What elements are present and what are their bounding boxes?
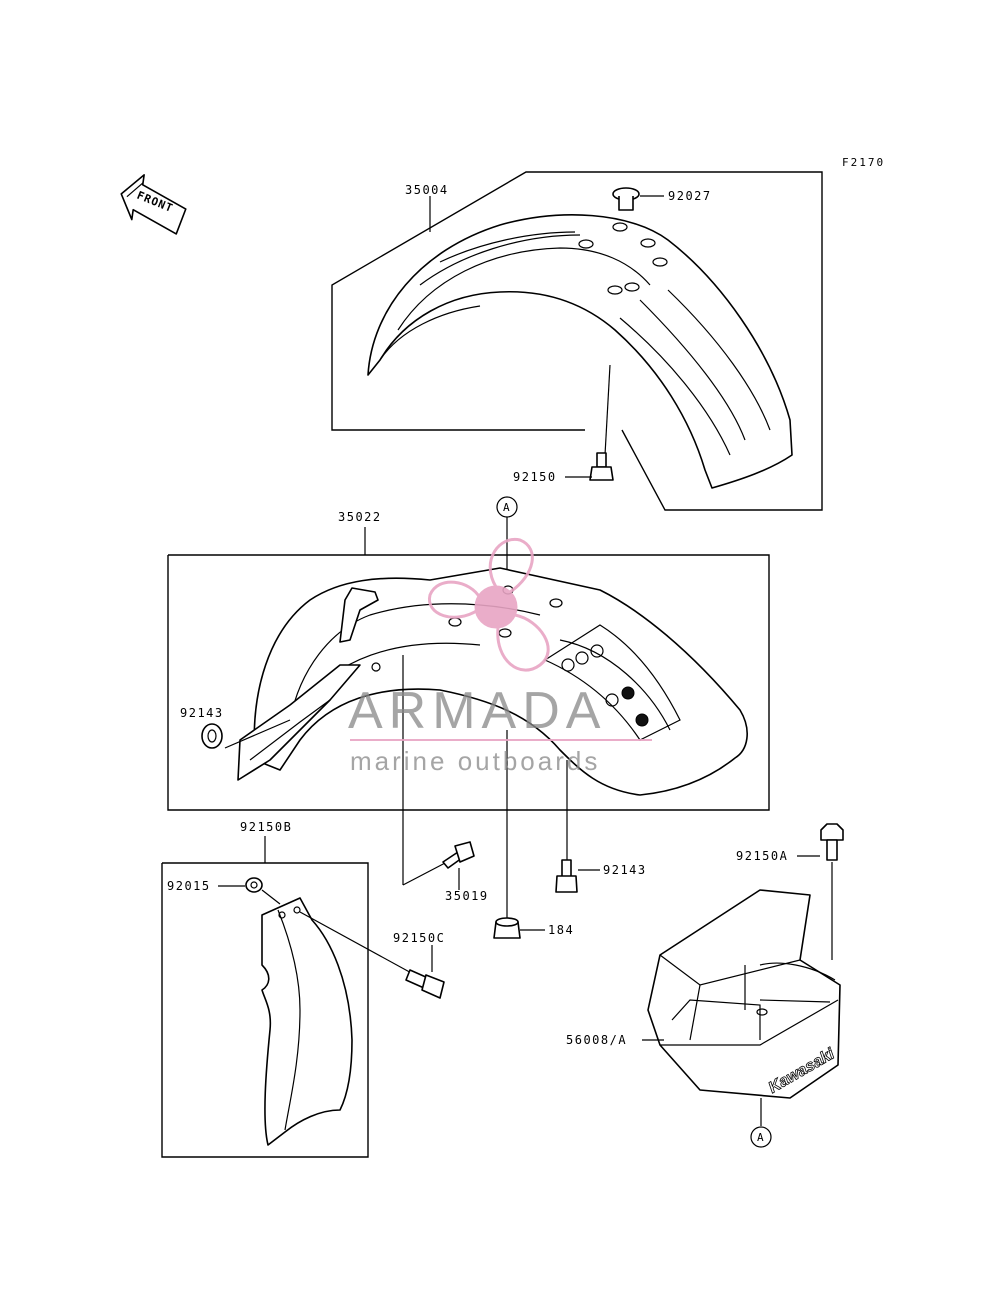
part-label-92143-lower: 92015 xyxy=(167,879,211,893)
part-label-92150a: 92150A xyxy=(736,849,788,863)
part-label-35004: 35004 xyxy=(405,183,449,197)
mud-flap-frame xyxy=(161,862,369,1158)
part-label-92150: 92150 xyxy=(513,470,557,484)
part-label-92027: 92027 xyxy=(668,189,712,203)
part-label-92150b: 92143 xyxy=(603,863,647,877)
mud-flap xyxy=(261,897,353,1146)
diagram-code: F2170 xyxy=(842,156,885,169)
part-label-92143-upper: 92143 xyxy=(180,706,224,720)
nut-92015-icon xyxy=(493,917,521,939)
washer-92143-lower-icon xyxy=(245,877,263,893)
part-label-56008-a: 56008/A xyxy=(566,1033,627,1047)
bolt-92150b-icon xyxy=(555,859,578,893)
bolt-92150-icon xyxy=(589,452,614,481)
front-arrow-icon: FRONT xyxy=(120,174,187,235)
propeller-logo-icon xyxy=(428,537,550,672)
mud-flap-group: 92150B 92015 92150C xyxy=(161,820,445,1158)
bolt-92150c-icon xyxy=(405,969,445,999)
rear-fender xyxy=(253,567,748,796)
rear-fender-group: 35022 92143 xyxy=(167,510,770,811)
bolt-92150a-icon xyxy=(820,823,844,861)
reference-marker-a-bottom: A xyxy=(750,1098,772,1148)
washer-92143-upper-icon xyxy=(201,723,223,749)
part-label-35019: 92150B xyxy=(240,820,292,834)
bolt-184-icon xyxy=(442,841,475,869)
part-label-92150c: 92150C xyxy=(393,931,445,945)
front-fender-group: 35004 92027 92150 xyxy=(331,171,823,511)
tool-box-group: 92150A Kawasaki 56008/A xyxy=(566,823,844,1099)
svg-text:A: A xyxy=(757,1131,764,1144)
rear-fender-frame xyxy=(167,554,770,811)
part-label-184: 35019 xyxy=(445,889,489,903)
front-fender-frame xyxy=(331,171,823,511)
part-label-35022: 35022 xyxy=(338,510,382,524)
tool-box xyxy=(647,889,841,1099)
bolt-92027-icon xyxy=(612,187,640,211)
front-fender xyxy=(367,214,793,489)
part-label-92015: 184 xyxy=(548,923,574,937)
armada-watermark: ARMADA marine outboards xyxy=(348,537,652,776)
watermark-tagline: marine outboards xyxy=(350,746,600,776)
watermark-name: ARMADA xyxy=(348,682,606,740)
svg-text:A: A xyxy=(503,501,510,514)
